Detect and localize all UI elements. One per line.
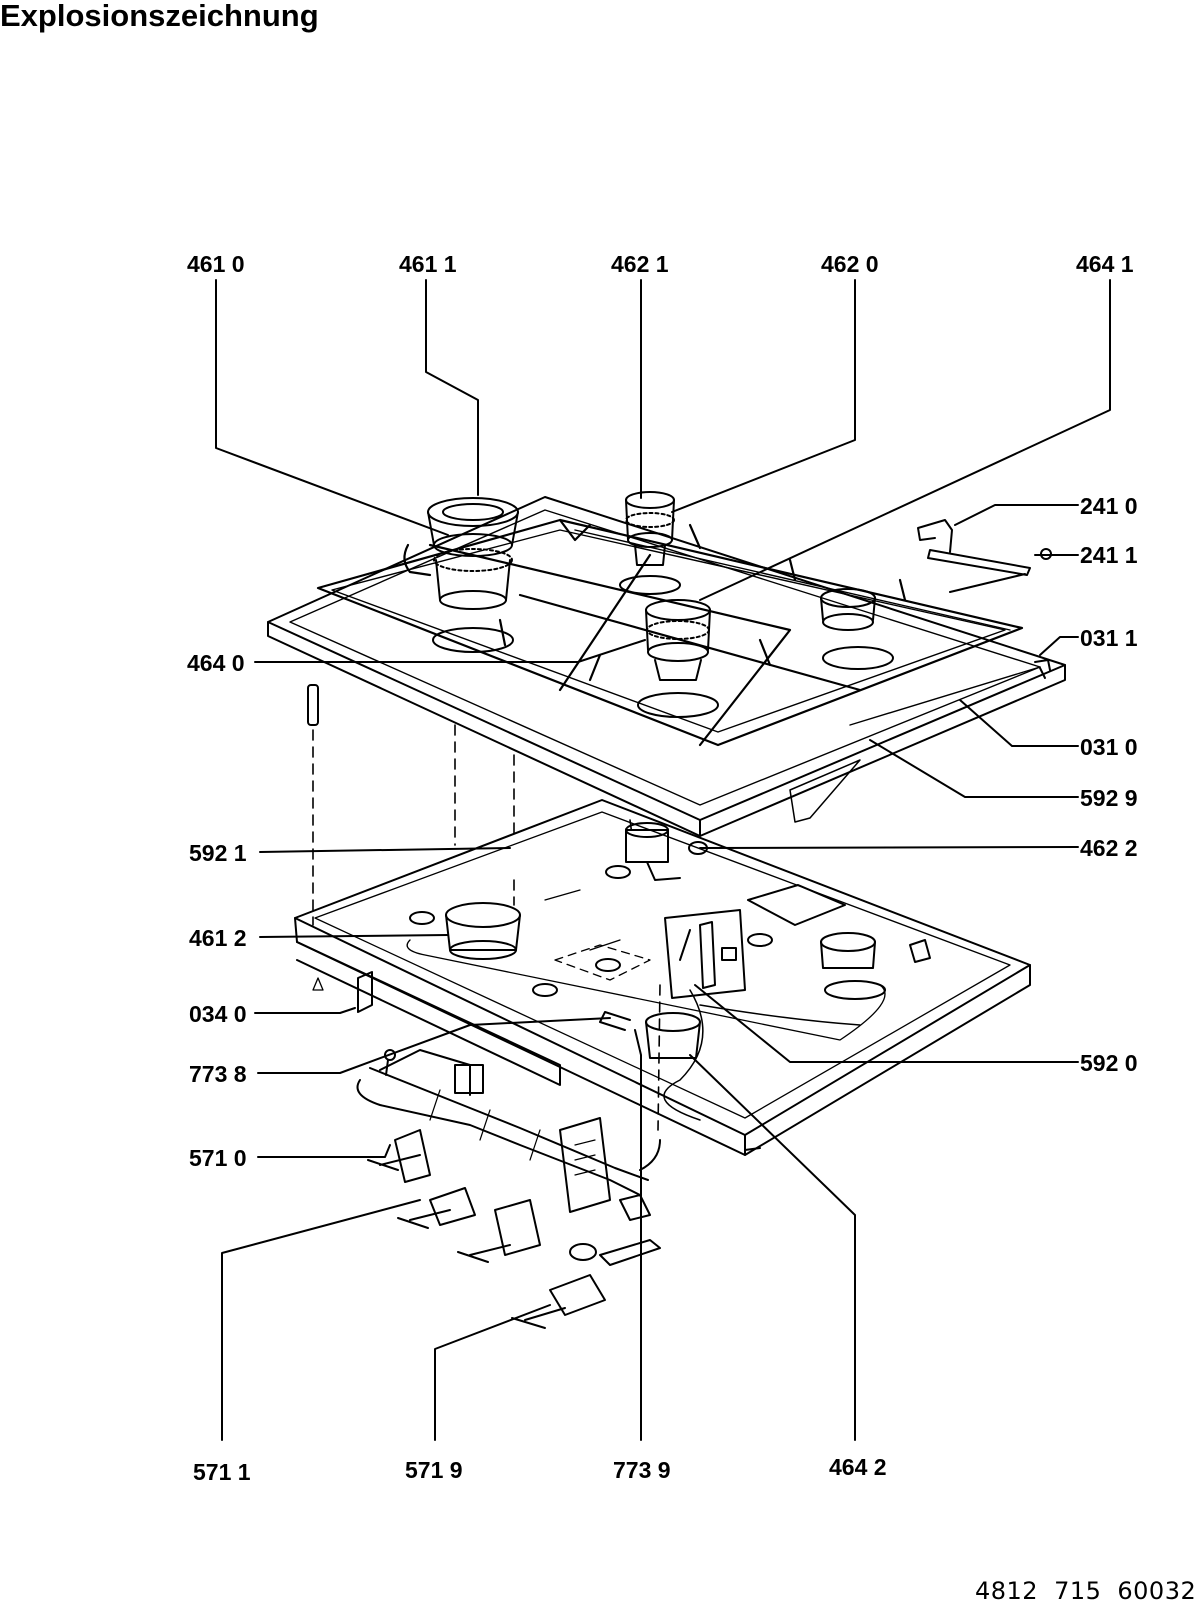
callout-2410: 241 0 (1080, 493, 1138, 519)
ignition-unit (664, 909, 746, 999)
pan-support-grid (316, 518, 1024, 747)
callout-4640: 464 0 (187, 650, 245, 676)
document-number: 4812 715 60032 (975, 1577, 1196, 1605)
pin-post (307, 684, 319, 726)
callout-5921: 592 1 (189, 840, 247, 866)
callout-5719: 571 9 (405, 1457, 463, 1483)
tray-side-rail (296, 941, 561, 1086)
burner-cup-4622 (625, 822, 708, 881)
callout-labels: 461 0 461 1 462 1 462 0 464 1 241 0 241 … (187, 251, 1138, 1485)
doc-number-part-3: 60032 (1117, 1577, 1196, 1605)
burner-left-large (427, 497, 519, 653)
burner-front-medium (637, 599, 719, 718)
callout-5929: 592 9 (1080, 785, 1138, 811)
callout-5920: 592 0 (1080, 1050, 1138, 1076)
burner-cup-4612 (445, 902, 521, 960)
leader-lines (215, 279, 1111, 1441)
callout-0311: 031 1 (1080, 625, 1138, 651)
callout-7738: 773 8 (189, 1061, 247, 1087)
callout-2411: 241 1 (1080, 542, 1138, 568)
base-tray (294, 799, 1031, 1156)
callout-5711: 571 1 (193, 1459, 251, 1485)
callout-4641: 464 1 (1076, 251, 1134, 277)
bracket-241 (917, 519, 1052, 593)
callout-4621: 462 1 (611, 251, 669, 277)
callout-4642: 464 2 (829, 1454, 887, 1480)
doc-number-part-1: 4812 (975, 1577, 1039, 1605)
gas-manifold (356, 1049, 661, 1329)
ignition-wires (663, 989, 861, 1121)
callout-5710: 571 0 (189, 1145, 247, 1171)
callout-0340: 034 0 (189, 1001, 247, 1027)
callout-4622: 462 2 (1080, 835, 1138, 861)
burner-cup-4642 (599, 1011, 701, 1059)
callout-4620: 462 0 (821, 251, 879, 277)
burner-cup-right (820, 932, 931, 1000)
doc-number-part-2: 715 (1054, 1577, 1102, 1605)
burner-back-small (619, 491, 681, 595)
callout-0310: 031 0 (1080, 734, 1138, 760)
callout-4612: 461 2 (189, 925, 247, 951)
callout-4611: 461 1 (399, 251, 457, 277)
screw-0311 (1034, 659, 1051, 679)
callout-7739: 773 9 (613, 1457, 671, 1483)
burner-right (820, 588, 894, 670)
page-title: Explosionszeichnung (0, 0, 319, 33)
callout-4610: 461 0 (187, 251, 245, 277)
